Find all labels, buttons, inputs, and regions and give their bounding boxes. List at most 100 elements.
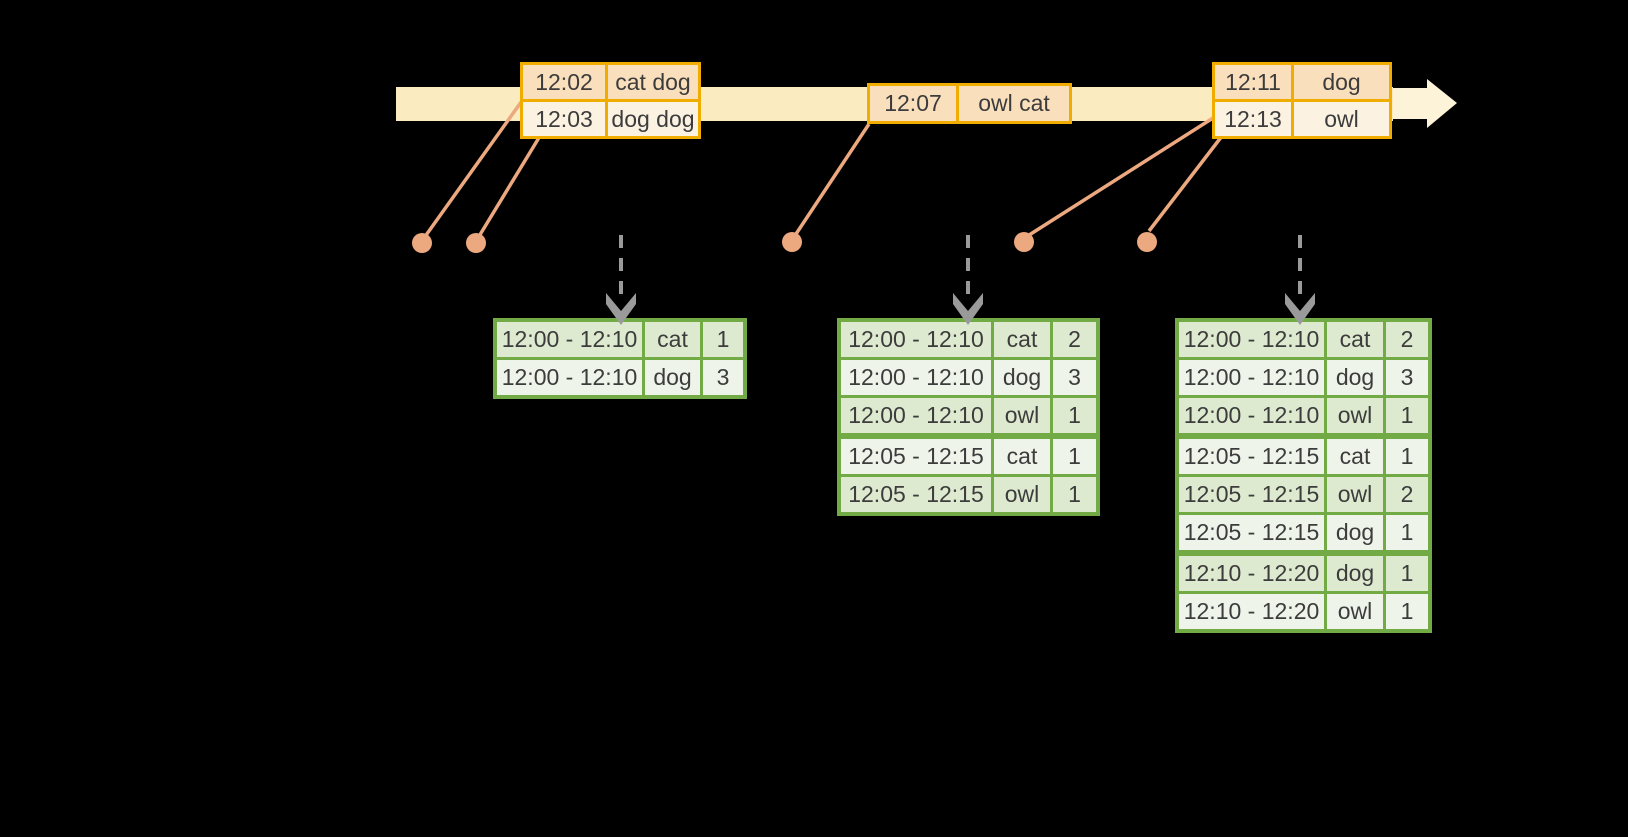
event-dot-1 <box>412 233 432 253</box>
trigger-arrowheads <box>606 293 1315 325</box>
time-cell: 12:02 <box>520 62 608 102</box>
count-cell: 1 <box>1383 512 1432 555</box>
table-row: 12:05 - 12:15 owl 2 <box>1175 474 1432 515</box>
time-cell: 12:13 <box>1212 99 1294 139</box>
words-cell: dog dog <box>605 99 701 139</box>
leader-line-3 <box>792 123 871 238</box>
count-cell: 1 <box>1050 433 1100 477</box>
table-row: 12:00 - 12:10 owl 1 <box>1175 395 1432 438</box>
timeline-band-tail <box>1393 88 1428 119</box>
window-cell: 12:00 - 12:10 <box>1175 318 1327 360</box>
leader-line-5 <box>1147 134 1224 233</box>
result-table-2: 12:00 - 12:10 cat 2 12:00 - 12:10 dog 3 … <box>837 318 1100 516</box>
event-dots <box>412 232 1157 253</box>
count-cell: 2 <box>1383 318 1432 360</box>
table-row: 12:10 - 12:20 dog 1 <box>1175 550 1432 594</box>
window-cell: 12:10 - 12:20 <box>1175 591 1327 633</box>
count-cell: 3 <box>700 357 747 399</box>
window-cell: 12:00 - 12:10 <box>1175 357 1327 398</box>
window-cell: 12:05 - 12:15 <box>1175 474 1327 515</box>
event-table-3: 12:11 dog 12:13 owl <box>1212 62 1392 139</box>
timeline-arrowhead-icon <box>1427 79 1457 128</box>
word-cell: dog <box>1324 357 1386 398</box>
time-cell: 12:11 <box>1212 62 1294 102</box>
window-cell: 12:00 - 12:10 <box>493 318 645 360</box>
event-dot-4 <box>1014 232 1034 252</box>
count-cell: 1 <box>1050 395 1100 438</box>
table-row: 12:07 owl cat <box>867 83 1072 124</box>
event-dot-3 <box>782 232 802 252</box>
down-arrowhead-icon <box>606 293 636 325</box>
table-row: 12:03 dog dog <box>520 99 701 139</box>
words-cell: dog <box>1291 62 1392 102</box>
words-cell: owl <box>1291 99 1392 139</box>
window-cell: 12:00 - 12:10 <box>837 318 994 360</box>
word-cell: owl <box>1324 395 1386 438</box>
leader-lines <box>422 96 1224 240</box>
window-cell: 12:05 - 12:15 <box>837 474 994 516</box>
word-cell: dog <box>642 357 703 399</box>
word-cell: owl <box>1324 591 1386 633</box>
window-cell: 12:05 - 12:15 <box>1175 512 1327 555</box>
window-cell: 12:00 - 12:10 <box>837 395 994 438</box>
window-cell: 12:00 - 12:10 <box>493 357 645 399</box>
word-cell: cat <box>991 318 1053 360</box>
count-cell: 3 <box>1383 357 1432 398</box>
word-cell: cat <box>1324 318 1386 360</box>
table-row: 12:05 - 12:15 owl 1 <box>837 474 1100 516</box>
word-cell: owl <box>991 395 1053 438</box>
time-cell: 12:07 <box>867 83 959 124</box>
table-row: 12:00 - 12:10 cat 1 <box>493 318 747 360</box>
count-cell: 1 <box>1383 550 1432 594</box>
word-cell: cat <box>1324 433 1386 477</box>
event-table-1: 12:02 cat dog 12:03 dog dog <box>520 62 701 139</box>
word-cell: dog <box>1324 550 1386 594</box>
table-row: 12:00 - 12:10 dog 3 <box>837 357 1100 398</box>
table-row: 12:05 - 12:15 cat 1 <box>837 433 1100 477</box>
word-cell: owl <box>991 474 1053 516</box>
table-row: 12:00 - 12:10 dog 3 <box>493 357 747 399</box>
word-cell: owl <box>1324 474 1386 515</box>
leader-line-1 <box>422 96 526 240</box>
table-row: 12:10 - 12:20 owl 1 <box>1175 591 1432 633</box>
count-cell: 2 <box>1050 318 1100 360</box>
time-cell: 12:03 <box>520 99 608 139</box>
count-cell: 1 <box>1383 433 1432 477</box>
table-row: 12:00 - 12:10 owl 1 <box>837 395 1100 438</box>
event-dot-5 <box>1137 232 1157 252</box>
words-cell: cat dog <box>605 62 701 102</box>
count-cell: 1 <box>1383 395 1432 438</box>
event-table-2: 12:07 owl cat <box>867 83 1072 124</box>
result-table-1: 12:00 - 12:10 cat 1 12:00 - 12:10 dog 3 <box>493 318 747 399</box>
word-cell: dog <box>991 357 1053 398</box>
table-row: 12:13 owl <box>1212 99 1392 139</box>
count-cell: 2 <box>1383 474 1432 515</box>
window-cell: 12:10 - 12:20 <box>1175 550 1327 594</box>
table-row: 12:00 - 12:10 cat 2 <box>837 318 1100 360</box>
window-cell: 12:00 - 12:10 <box>1175 395 1327 438</box>
table-row: 12:05 - 12:15 dog 1 <box>1175 512 1432 555</box>
leader-line-4 <box>1025 116 1214 239</box>
count-cell: 1 <box>1383 591 1432 633</box>
event-dot-2 <box>466 233 486 253</box>
table-row: 12:11 dog <box>1212 62 1392 102</box>
table-row: 12:00 - 12:10 cat 2 <box>1175 318 1432 360</box>
table-row: 12:02 cat dog <box>520 62 701 102</box>
word-cell: dog <box>1324 512 1386 555</box>
table-row: 12:05 - 12:15 cat 1 <box>1175 433 1432 477</box>
word-cell: cat <box>991 433 1053 477</box>
window-cell: 12:05 - 12:15 <box>837 433 994 477</box>
down-arrowhead-icon <box>1285 293 1315 325</box>
words-cell: owl cat <box>956 83 1072 124</box>
count-cell: 1 <box>700 318 747 360</box>
table-row: 12:00 - 12:10 dog 3 <box>1175 357 1432 398</box>
count-cell: 3 <box>1050 357 1100 398</box>
down-arrowhead-icon <box>953 293 983 325</box>
leader-line-2 <box>476 135 542 239</box>
window-cell: 12:05 - 12:15 <box>1175 433 1327 477</box>
result-table-3: 12:00 - 12:10 cat 2 12:00 - 12:10 dog 3 … <box>1175 318 1432 633</box>
word-cell: cat <box>642 318 703 360</box>
count-cell: 1 <box>1050 474 1100 516</box>
